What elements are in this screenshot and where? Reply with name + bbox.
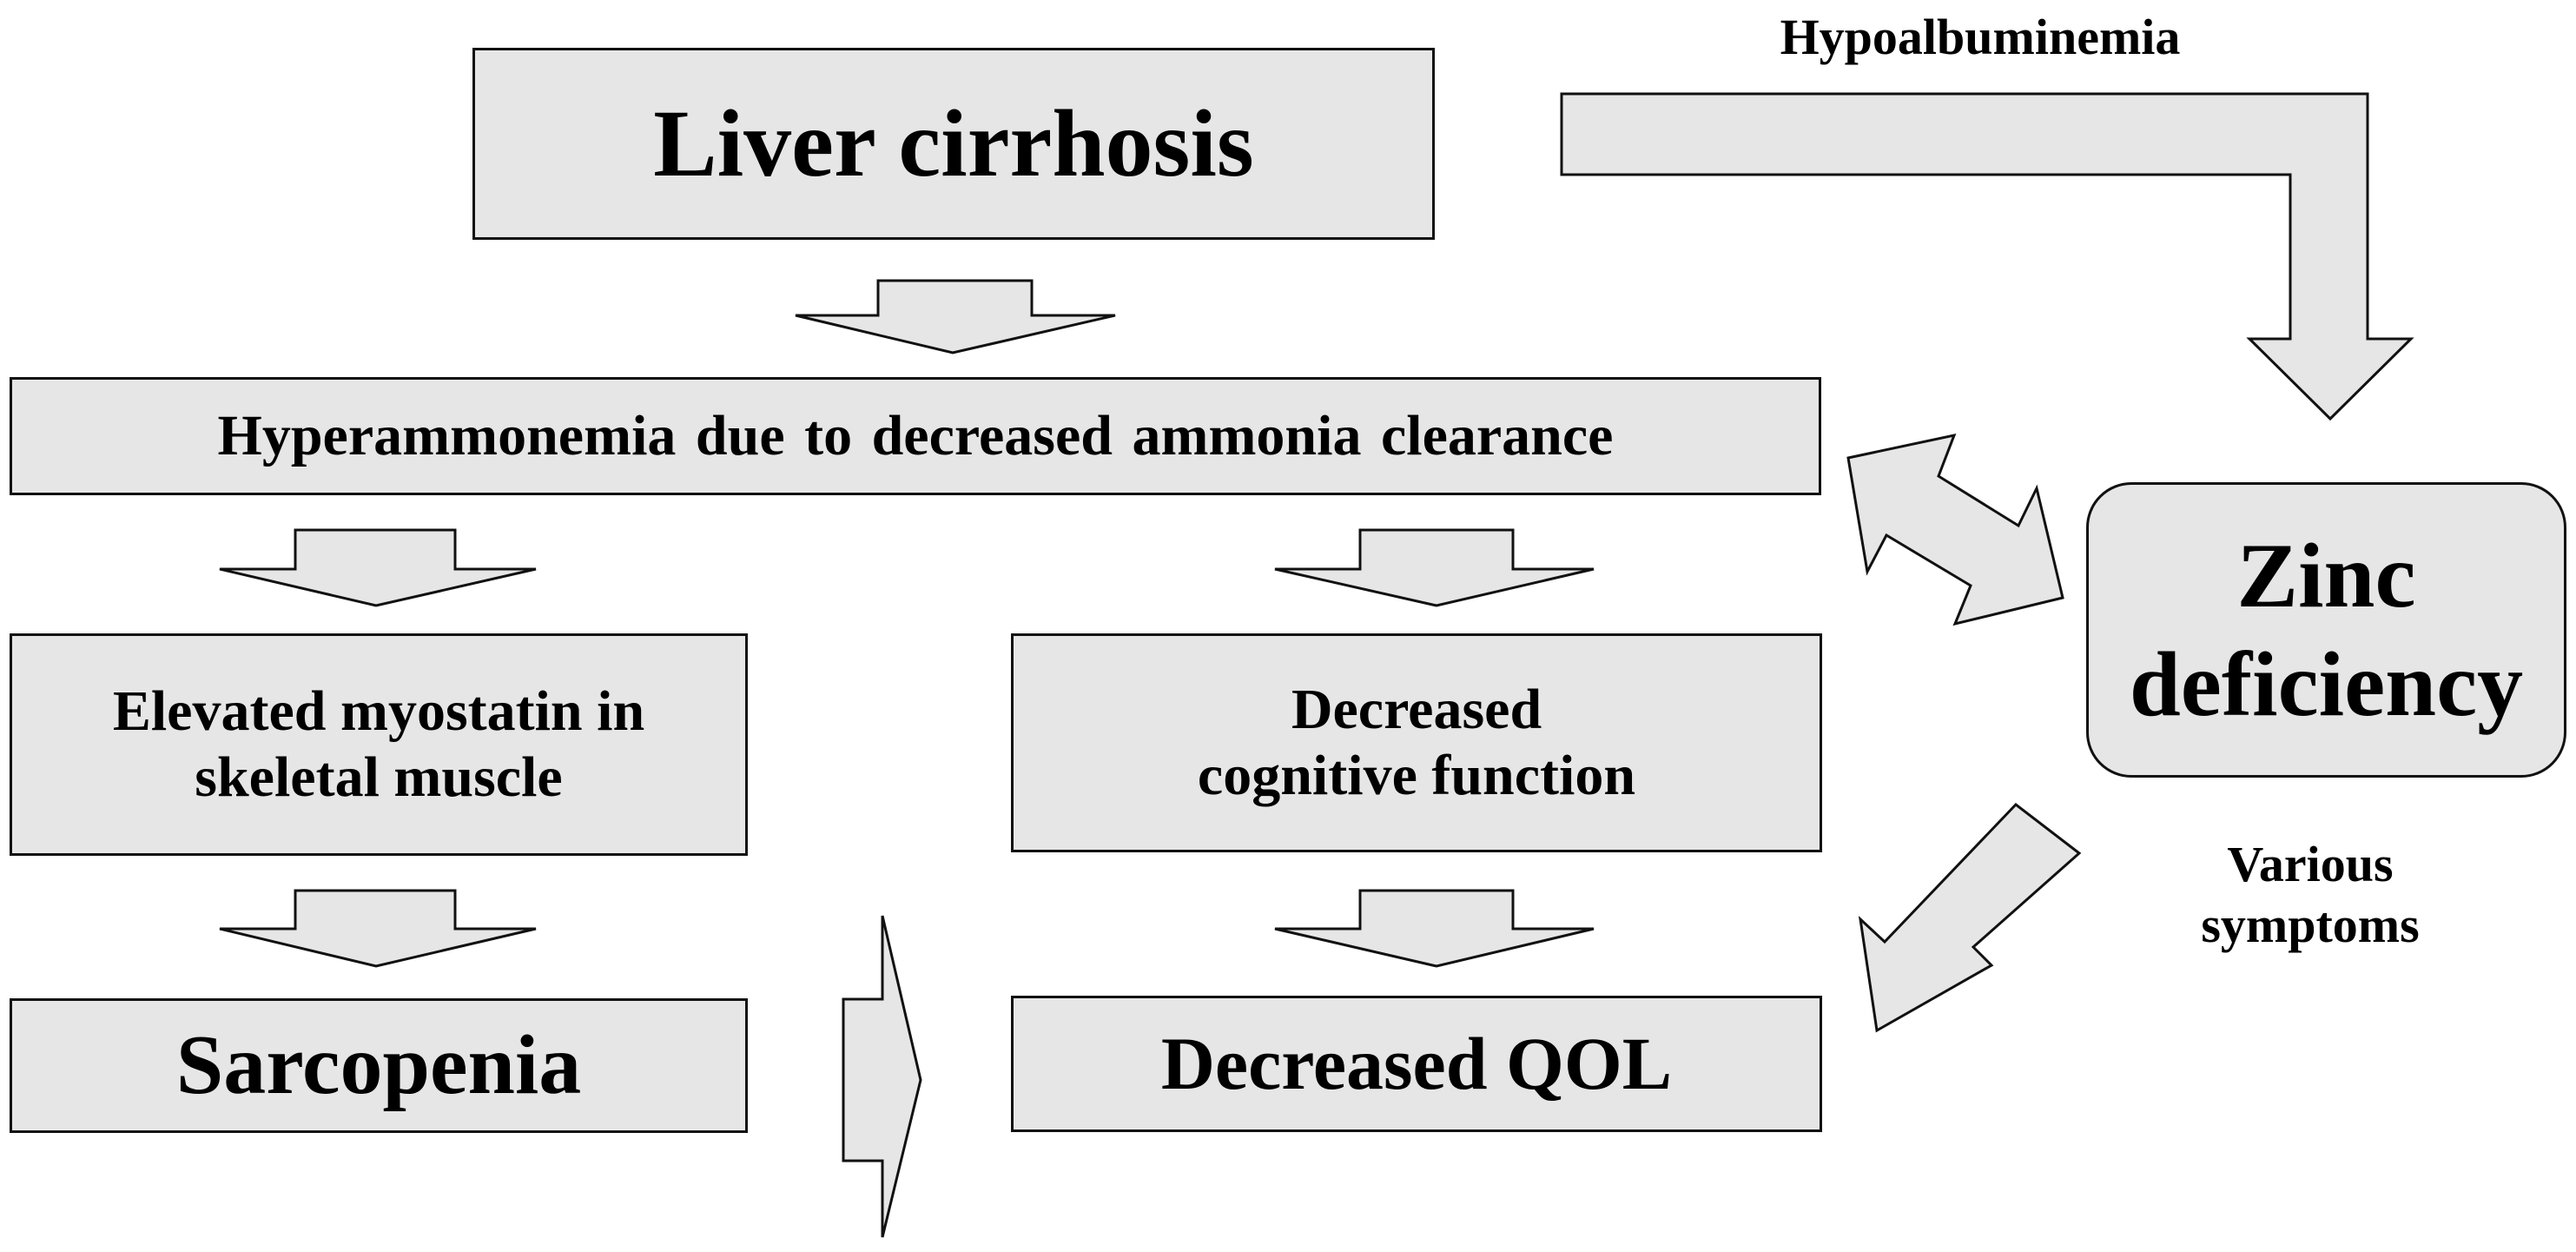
node-decreased-qol: Decreased QOL [1011, 996, 1822, 1132]
node-elevated-myostatin: Elevated myostatin in skeletal muscle [10, 633, 748, 856]
node-sarcopenia: Sarcopenia [10, 998, 748, 1133]
arrow-zinc-to-qol [1858, 802, 2082, 1033]
arrow-hyperammonemia-zinc-bidirectional [1846, 433, 2064, 626]
label-various-symptoms: Various symptoms [2201, 836, 2420, 953]
arrow-liver-to-hyperammonemia [795, 279, 1116, 354]
arrow-myostatin-to-sarcopenia [219, 889, 537, 968]
arrow-sarcopenia-to-qol [842, 915, 922, 1238]
node-hyperammonemia: Hyperammonemia due to decreased ammonia … [10, 377, 1821, 495]
arrow-hyperammonemia-to-myostatin [219, 528, 537, 607]
arrow-hyperammonemia-to-cognitive [1274, 528, 1595, 607]
node-liver-cirrhosis: Liver cirrhosis [472, 48, 1435, 240]
label-hypoalbuminemia: Hypoalbuminemia [1780, 9, 2181, 65]
arrow-liver-to-zinc-hypoalbuminemia [1560, 92, 2414, 421]
arrow-cognitive-to-qol [1274, 889, 1595, 968]
node-decreased-cognitive-function: Decreased cognitive function [1011, 633, 1822, 852]
node-zinc-deficiency: Zinc deficiency [2086, 482, 2566, 778]
